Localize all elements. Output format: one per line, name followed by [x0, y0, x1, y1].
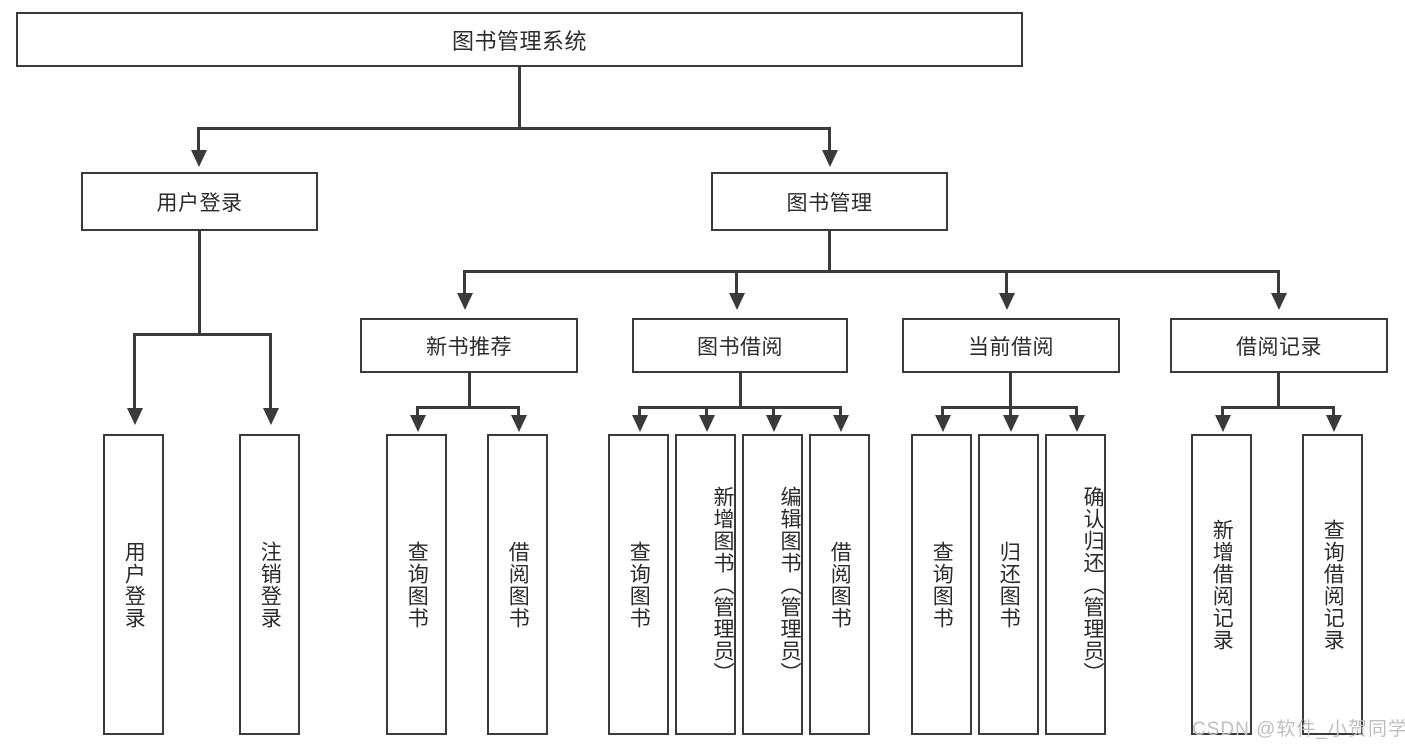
edge-recommend-bus	[416, 406, 520, 409]
edge-borrow-bus	[638, 406, 841, 409]
edge-user-login-to-logout	[269, 333, 272, 411]
edge-current-to-query	[941, 406, 944, 418]
leaf-current-return-book[interactable]: 归还图书	[978, 434, 1039, 735]
edge-book-mgmt-to-record	[1277, 270, 1280, 296]
arrow-current-to-confirm	[1069, 415, 1085, 432]
edge-root-to-book-mgmt	[828, 127, 831, 153]
leaf-borrow-lend-book[interactable]: 借阅图书	[809, 434, 870, 735]
edge-book-mgmt-bus	[463, 270, 1280, 273]
leaf-record-add-record[interactable]: 新增借阅记录	[1191, 434, 1252, 735]
edge-record-to-add	[1221, 406, 1224, 418]
edge-user-login-to-login	[133, 333, 136, 411]
leaf-borrow-add-book-admin[interactable]: 新增图书（管理员）	[675, 434, 736, 735]
leaf-recommend-borrow-book[interactable]: 借阅图书	[487, 434, 548, 735]
edge-borrow-to-edit	[772, 406, 775, 418]
arrow-borrow-to-lend	[833, 415, 849, 432]
leaf-current-confirm-return-admin[interactable]: 确认归还（管理员）	[1045, 434, 1106, 735]
leaf-borrow-edit-book-admin[interactable]: 编辑图书（管理员）	[742, 434, 803, 735]
arrow-book-mgmt-to-record	[1271, 293, 1287, 310]
arrow-borrow-to-query	[632, 415, 648, 432]
node-user-login[interactable]: 用户登录	[81, 172, 318, 231]
arrow-borrow-to-edit	[766, 415, 782, 432]
edge-record-bus	[1221, 406, 1335, 409]
edge-root-to-user-login	[197, 127, 200, 153]
arrow-book-mgmt-to-borrow	[729, 293, 745, 310]
edge-current-to-return	[1009, 406, 1012, 418]
edge-record-stem	[1277, 373, 1280, 408]
edge-book-mgmt-to-current	[1005, 270, 1008, 296]
edge-book-mgmt-to-borrow	[735, 270, 738, 296]
edge-recommend-to-query	[416, 406, 419, 418]
arrow-user-login-to-login	[127, 408, 143, 425]
edge-record-to-query	[1332, 406, 1335, 418]
edge-book-mgmt-to-recommend	[463, 270, 466, 296]
leaf-record-query-record[interactable]: 查询借阅记录	[1302, 434, 1363, 735]
arrow-user-login-to-logout	[263, 408, 279, 425]
edge-user-login-stem	[198, 231, 201, 335]
edge-current-to-confirm	[1075, 406, 1078, 418]
edge-recommend-to-borrow	[517, 406, 520, 418]
arrow-current-to-query	[935, 415, 951, 432]
leaf-user-login[interactable]: 用户登录	[103, 434, 164, 735]
edge-root-bus	[197, 127, 831, 130]
arrow-current-to-return	[1003, 415, 1019, 432]
arrow-recommend-to-borrow	[511, 415, 527, 432]
leaf-borrow-query-book[interactable]: 查询图书	[608, 434, 669, 735]
arrow-root-to-book-mgmt	[822, 150, 838, 167]
arrow-book-mgmt-to-recommend	[457, 293, 473, 310]
arrow-recommend-to-query	[410, 415, 426, 432]
arrow-root-to-user-login	[191, 150, 207, 167]
node-book-management[interactable]: 图书管理	[711, 172, 948, 231]
arrow-record-to-add	[1215, 415, 1231, 432]
edge-user-login-bus	[133, 333, 272, 336]
arrow-record-to-query	[1326, 415, 1342, 432]
csdn-watermark: CSDN @软件_小贺同学	[1192, 719, 1405, 740]
leaf-current-query-book[interactable]: 查询图书	[911, 434, 972, 735]
arrow-borrow-to-add	[699, 415, 715, 432]
node-new-book-recommend[interactable]: 新书推荐	[360, 318, 578, 373]
edge-borrow-to-query	[638, 406, 641, 418]
edge-borrow-stem	[739, 373, 742, 408]
arrow-book-mgmt-to-current	[999, 293, 1015, 310]
edge-borrow-to-lend	[839, 406, 842, 418]
edge-book-mgmt-stem	[828, 231, 831, 272]
edge-recommend-stem	[468, 373, 471, 408]
edge-root-stem	[518, 67, 521, 127]
node-borrow-record[interactable]: 借阅记录	[1170, 318, 1388, 373]
node-current-borrow[interactable]: 当前借阅	[902, 318, 1120, 373]
node-root-system[interactable]: 图书管理系统	[16, 12, 1023, 67]
node-book-borrow[interactable]: 图书借阅	[632, 318, 848, 373]
edge-borrow-to-add	[705, 406, 708, 418]
leaf-user-logout[interactable]: 注销登录	[239, 434, 300, 735]
edge-current-stem	[1009, 373, 1012, 408]
leaf-recommend-query-book[interactable]: 查询图书	[386, 434, 447, 735]
